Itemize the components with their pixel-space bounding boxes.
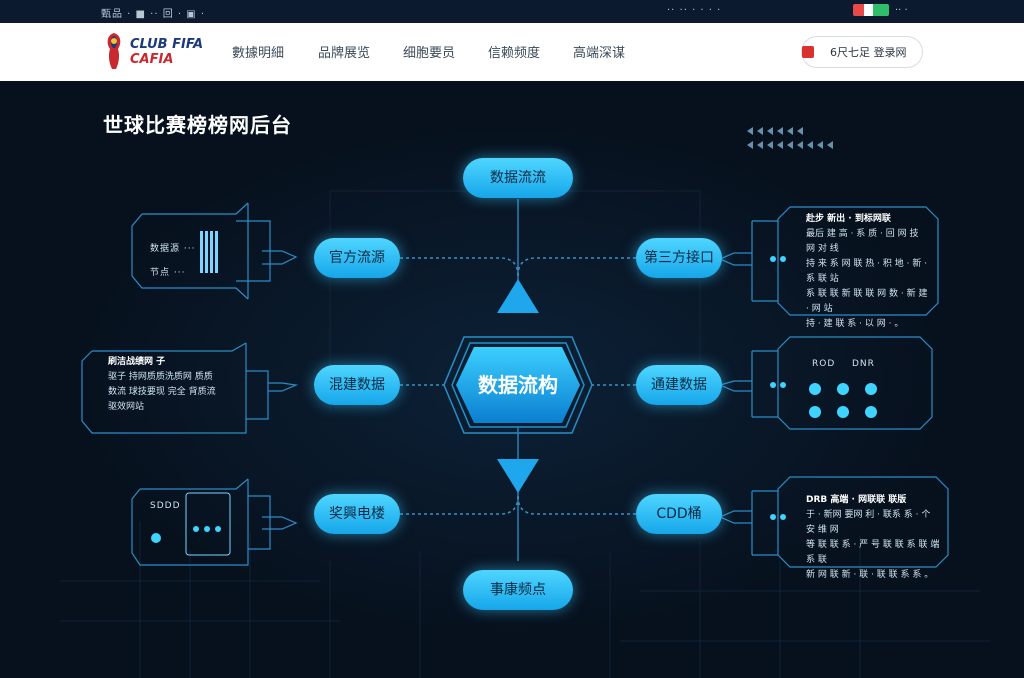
right-node-2[interactable]: 通建数据 [636, 365, 722, 405]
nav-item-1[interactable]: 數據明細 [232, 46, 285, 61]
right-card-bot-line-3: 新 网 联 新 · 联 · 联 联 系 系 。 [806, 570, 934, 580]
brand-logo[interactable]: CLUB FIFA CAFIA [130, 38, 203, 66]
right-card-bot-heading: DRB 高端 · 网联联 联版 [806, 495, 907, 505]
right-node-1[interactable]: 第三方接口 [636, 238, 722, 278]
right-card-mid-label-1: ROD [812, 359, 836, 369]
top-bar-right-text: ·· ·· · · · · [667, 5, 722, 16]
main-nav: CLUB FIFA CAFIA 數據明細 品牌展览 细胞要员 信赖频度 高端深谋… [0, 23, 1024, 82]
core-node[interactable]: 数据流构 [437, 344, 599, 426]
left-card-top-label-1: 数据源 ··· [150, 244, 196, 254]
left-node-1[interactable]: 官方流源 [314, 238, 400, 278]
left-node-2[interactable]: 混建数据 [314, 365, 400, 405]
right-card-top-line-3: 系 联 联 新 联 联 网 数 · 新 建 · 网 站 [806, 289, 928, 314]
right-card-bot-line-2: 等 联 联 系 · 严 号 联 联 系 联 端 系 联 [806, 540, 940, 565]
left-node-3[interactable]: 奖興电楼 [314, 494, 400, 534]
left-card-mid-line-3: 驱效网站 [108, 402, 145, 412]
nav-item-2[interactable]: 品牌展览 [318, 46, 371, 61]
right-card-bot: DRB 高端 · 网联联 联版 于 · 新网 要网 利 · 联系 系 · 个 安… [806, 493, 940, 583]
top-node[interactable]: 数据流流 [463, 158, 573, 198]
flag-icon [802, 46, 814, 58]
left-card-bot-label: SDDD [150, 501, 181, 511]
left-card-mid-line-1: 驱子 持网质质洗质网 质质 [108, 372, 213, 382]
trophy-logo-icon[interactable] [103, 31, 125, 71]
right-card-top-line-2: 持 来 系 网 联 热 · 积 地 · 新 · 系 联 站 [806, 259, 928, 284]
bottom-node[interactable]: 事康频点 [463, 570, 573, 610]
diagram-stage: 世球比赛榜榜网后台 [0, 81, 1024, 678]
core-node-label: 数据流构 [478, 373, 558, 397]
nav-item-3[interactable]: 细胞要员 [403, 46, 456, 61]
right-card-bot-line-1: 于 · 新网 要网 利 · 联系 系 · 个 安 维 网 [806, 510, 931, 535]
top-bar: 甄品 · ■ ·· 回 · ▣ · ·· ·· · · · · ·· · [0, 0, 1024, 24]
diagram-connectors [60, 127, 990, 678]
right-card-top-heading: 赴步 新出 · 到标网联 [806, 214, 891, 224]
right-card-top-line-4: 持 · 建 联 系 · 以 网 · 。 [806, 319, 904, 329]
right-card-top: 赴步 新出 · 到标网联 最后 建 高 · 系 质 · 回 网 技 网 对 线 … [806, 212, 930, 332]
brand-line-1: CLUB FIFA [130, 37, 204, 52]
nav-item-5[interactable]: 高端深谋 [573, 46, 626, 61]
nav-item-4[interactable]: 信赖频度 [488, 46, 541, 61]
left-card-mid: 刷洁战绩网 子 驱子 持网质质洗质网 质质 数流 球技要现 完全 背质流 驱效网… [108, 355, 240, 415]
left-card-mid-heading: 刷洁战绩网 子 [108, 357, 166, 367]
top-bar-left-text: 甄品 · ■ ·· 回 · ▣ · [101, 9, 206, 20]
left-card-top-label-2: 节点 ··· [150, 268, 186, 278]
login-label: 6尺七足 登录网 [830, 46, 907, 59]
right-node-3[interactable]: CDD桶 [636, 494, 722, 534]
right-card-top-line-1: 最后 建 高 · 系 质 · 回 网 技 网 对 线 [806, 229, 919, 254]
brand-line-2: CAFIA [130, 52, 174, 67]
right-card-mid-label-2: DNR [852, 359, 875, 369]
top-bar-right-tail: ·· · [895, 5, 908, 16]
login-button[interactable]: 6尺七足 登录网 [801, 36, 923, 68]
page-title: 世球比赛榜榜网后台 [103, 113, 292, 137]
left-card-mid-line-2: 数流 球技要现 完全 背质流 [108, 387, 216, 397]
top-bar-toggle[interactable] [853, 4, 889, 16]
